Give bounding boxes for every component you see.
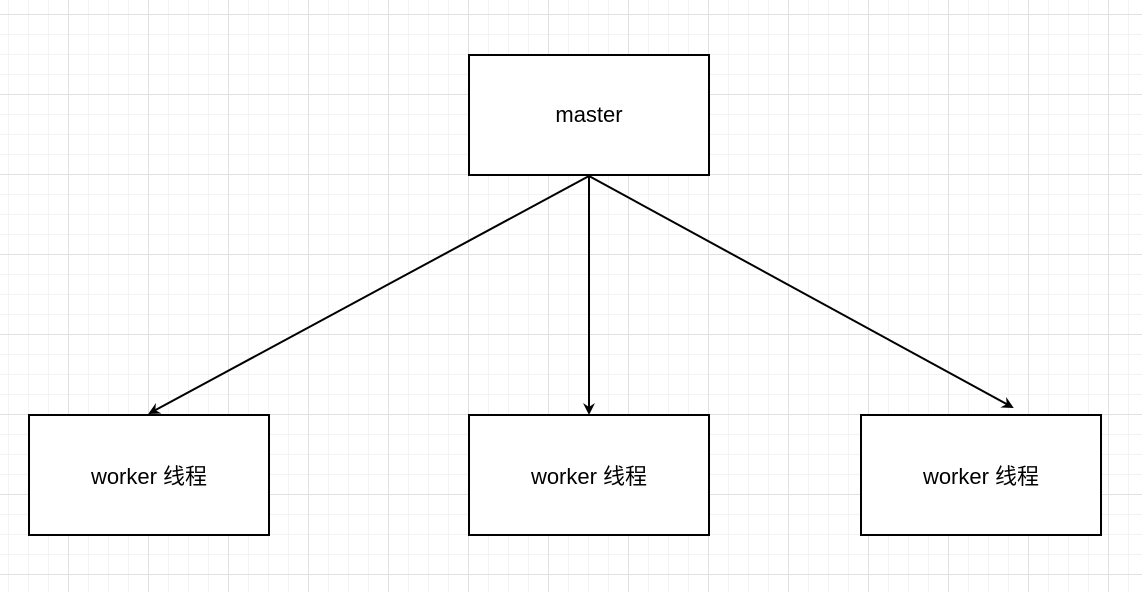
worker-node-3[interactable]: worker 线程 [860,414,1102,536]
master-node[interactable]: master [468,54,710,176]
worker-node-1[interactable]: worker 线程 [28,414,270,536]
worker-node-1-label: worker 线程 [90,464,208,489]
worker-node-3-label: worker 线程 [922,464,1040,489]
worker-node-2-label: worker 线程 [530,464,648,489]
edge-master-to-worker-1 [148,175,590,414]
worker-node-2[interactable]: worker 线程 [468,414,710,536]
edge-master-to-worker-3 [588,175,1014,408]
master-node-label: master [555,102,623,127]
